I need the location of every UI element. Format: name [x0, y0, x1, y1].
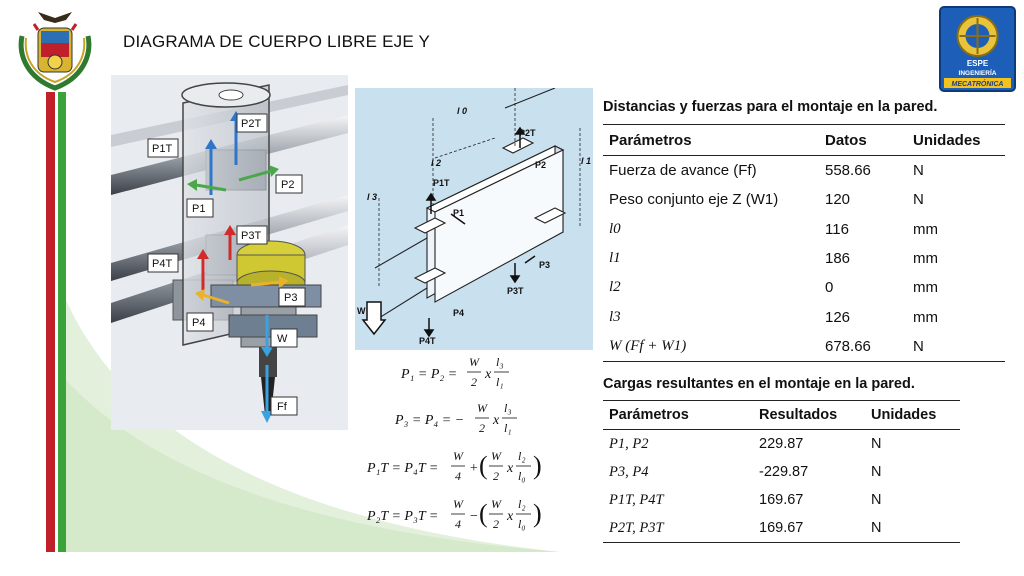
svg-text:x: x	[492, 413, 500, 428]
svg-text:W: W	[453, 497, 464, 511]
schem-label-p3: P3	[539, 260, 550, 270]
table1-header: Datos	[819, 124, 907, 156]
svg-text:x: x	[506, 461, 514, 476]
photo-label-p3t: P3T	[241, 230, 261, 242]
table1-header: Parámetros	[603, 124, 819, 156]
photo-label-p2t: P2T	[241, 118, 261, 130]
photo-label-p4: P4	[192, 317, 205, 329]
photo-label-p1t: P1T	[152, 143, 172, 155]
svg-text:4: 4	[455, 517, 461, 531]
svg-text:l₁: l₁	[496, 375, 504, 389]
university-crest-logo	[18, 12, 92, 91]
formula-p2t-p3t: P₂T = P₃T = W 4 − ( W 2 x l₂ l₀ )	[366, 497, 542, 531]
svg-text:P₃ = P₄ = −: P₃ = P₄ = −	[394, 413, 464, 428]
svg-text:): )	[533, 499, 542, 528]
force-arrows	[187, 111, 289, 423]
svg-text:(: (	[479, 499, 488, 528]
svg-text:): )	[533, 451, 542, 480]
schem-label-p1t: P1T	[433, 178, 450, 188]
svg-text:−: −	[469, 509, 478, 524]
svg-text:2: 2	[471, 375, 477, 389]
svg-text:P₂T = P₃T =: P₂T = P₃T =	[366, 509, 438, 524]
white-stripe	[55, 92, 58, 552]
espe-logo-text: ESPE	[967, 59, 989, 68]
svg-text:l₀: l₀	[518, 469, 526, 483]
formula-block: P₁ = P₂ = W 2 x l₃ l₁ P₃ = P₄ = − W 2 x …	[365, 350, 590, 545]
schem-label-w: W	[357, 306, 366, 316]
green-stripe	[58, 92, 66, 552]
table2-header: Resultados	[753, 400, 865, 430]
svg-text:l₁: l₁	[504, 421, 512, 435]
table2-header: Parámetros	[603, 400, 753, 430]
free-body-3d-render: P1T P2T P2 P1 P3T P4T P3 P4 W Ff	[111, 75, 348, 430]
photo-label-ff: Ff	[277, 401, 288, 413]
red-stripe	[46, 92, 55, 552]
svg-text:l₃: l₃	[496, 355, 504, 369]
schem-label-l0: l 0	[457, 106, 467, 116]
formula-p1-p2: P₁ = P₂ = W 2 x l₃ l₁	[400, 355, 509, 389]
svg-text:4: 4	[455, 469, 461, 483]
table1-header: Unidades	[907, 124, 1005, 156]
schem-label-p3t: P3T	[507, 286, 524, 296]
svg-text:+: +	[469, 461, 478, 476]
svg-text:W: W	[491, 449, 502, 463]
svg-text:W: W	[453, 449, 464, 463]
svg-text:W: W	[469, 355, 480, 369]
svg-text:2: 2	[493, 517, 499, 531]
svg-text:2: 2	[493, 469, 499, 483]
schem-label-p4: P4	[453, 308, 464, 318]
mecatronica-logo-text: MECATRÓNICA	[952, 79, 1004, 88]
svg-text:W: W	[491, 497, 502, 511]
page-title: DIAGRAMA DE CUERPO LIBRE EJE Y	[123, 32, 431, 51]
schem-label-l3: l 3	[367, 192, 377, 202]
photo-label-p3: P3	[284, 292, 297, 304]
table2-header: Unidades	[865, 400, 960, 430]
svg-text:2: 2	[479, 421, 485, 435]
svg-text:l₃: l₃	[504, 401, 512, 415]
photo-label-w: W	[277, 333, 288, 345]
svg-text:l₂: l₂	[518, 449, 526, 463]
distances-forces-table: Parámetros Datos Unidades Fuerza de avan…	[603, 124, 1005, 363]
table2-title: Cargas resultantes en el montaje en la p…	[603, 376, 915, 392]
svg-text:W: W	[477, 401, 488, 415]
svg-text:l₂: l₂	[518, 497, 526, 511]
formula-p1t-p4t: P₁T = P₄T = W 4 + ( W 2 x l₂ l₀ )	[366, 449, 542, 483]
schem-label-p2: P2	[535, 160, 546, 170]
svg-text:P₁ = P₂ =: P₁ = P₂ =	[400, 367, 457, 382]
svg-text:l₀: l₀	[518, 517, 526, 531]
ingenieria-logo-text: INGENIERÍA	[959, 68, 997, 77]
schem-label-l1: l 1	[581, 156, 591, 166]
carriage-schematic-diagram: l 0 l 2 l 3 l 1 P2T P2 P1T P1 P3 P3T P4 …	[355, 88, 593, 350]
schem-label-p1: P1	[453, 208, 464, 218]
svg-text:P₁T = P₄T =: P₁T = P₄T =	[366, 461, 438, 476]
schem-label-l2: l 2	[431, 158, 441, 168]
photo-label-p2: P2	[281, 179, 294, 191]
schem-label-p4t: P4T	[419, 336, 436, 346]
schem-label-p2t: P2T	[519, 128, 536, 138]
photo-label-p4t: P4T	[152, 258, 172, 270]
formula-p3-p4: P₃ = P₄ = − W 2 x l₃ l₁	[394, 401, 517, 435]
svg-text:x: x	[506, 509, 514, 524]
svg-text:x: x	[484, 367, 492, 382]
espe-mecatronica-logo: ESPE INGENIERÍA MECATRÓNICA	[939, 6, 1016, 92]
table1-title: Distancias y fuerzas para el montaje en …	[603, 99, 938, 115]
svg-text:(: (	[479, 451, 488, 480]
photo-label-p1: P1	[192, 203, 205, 215]
